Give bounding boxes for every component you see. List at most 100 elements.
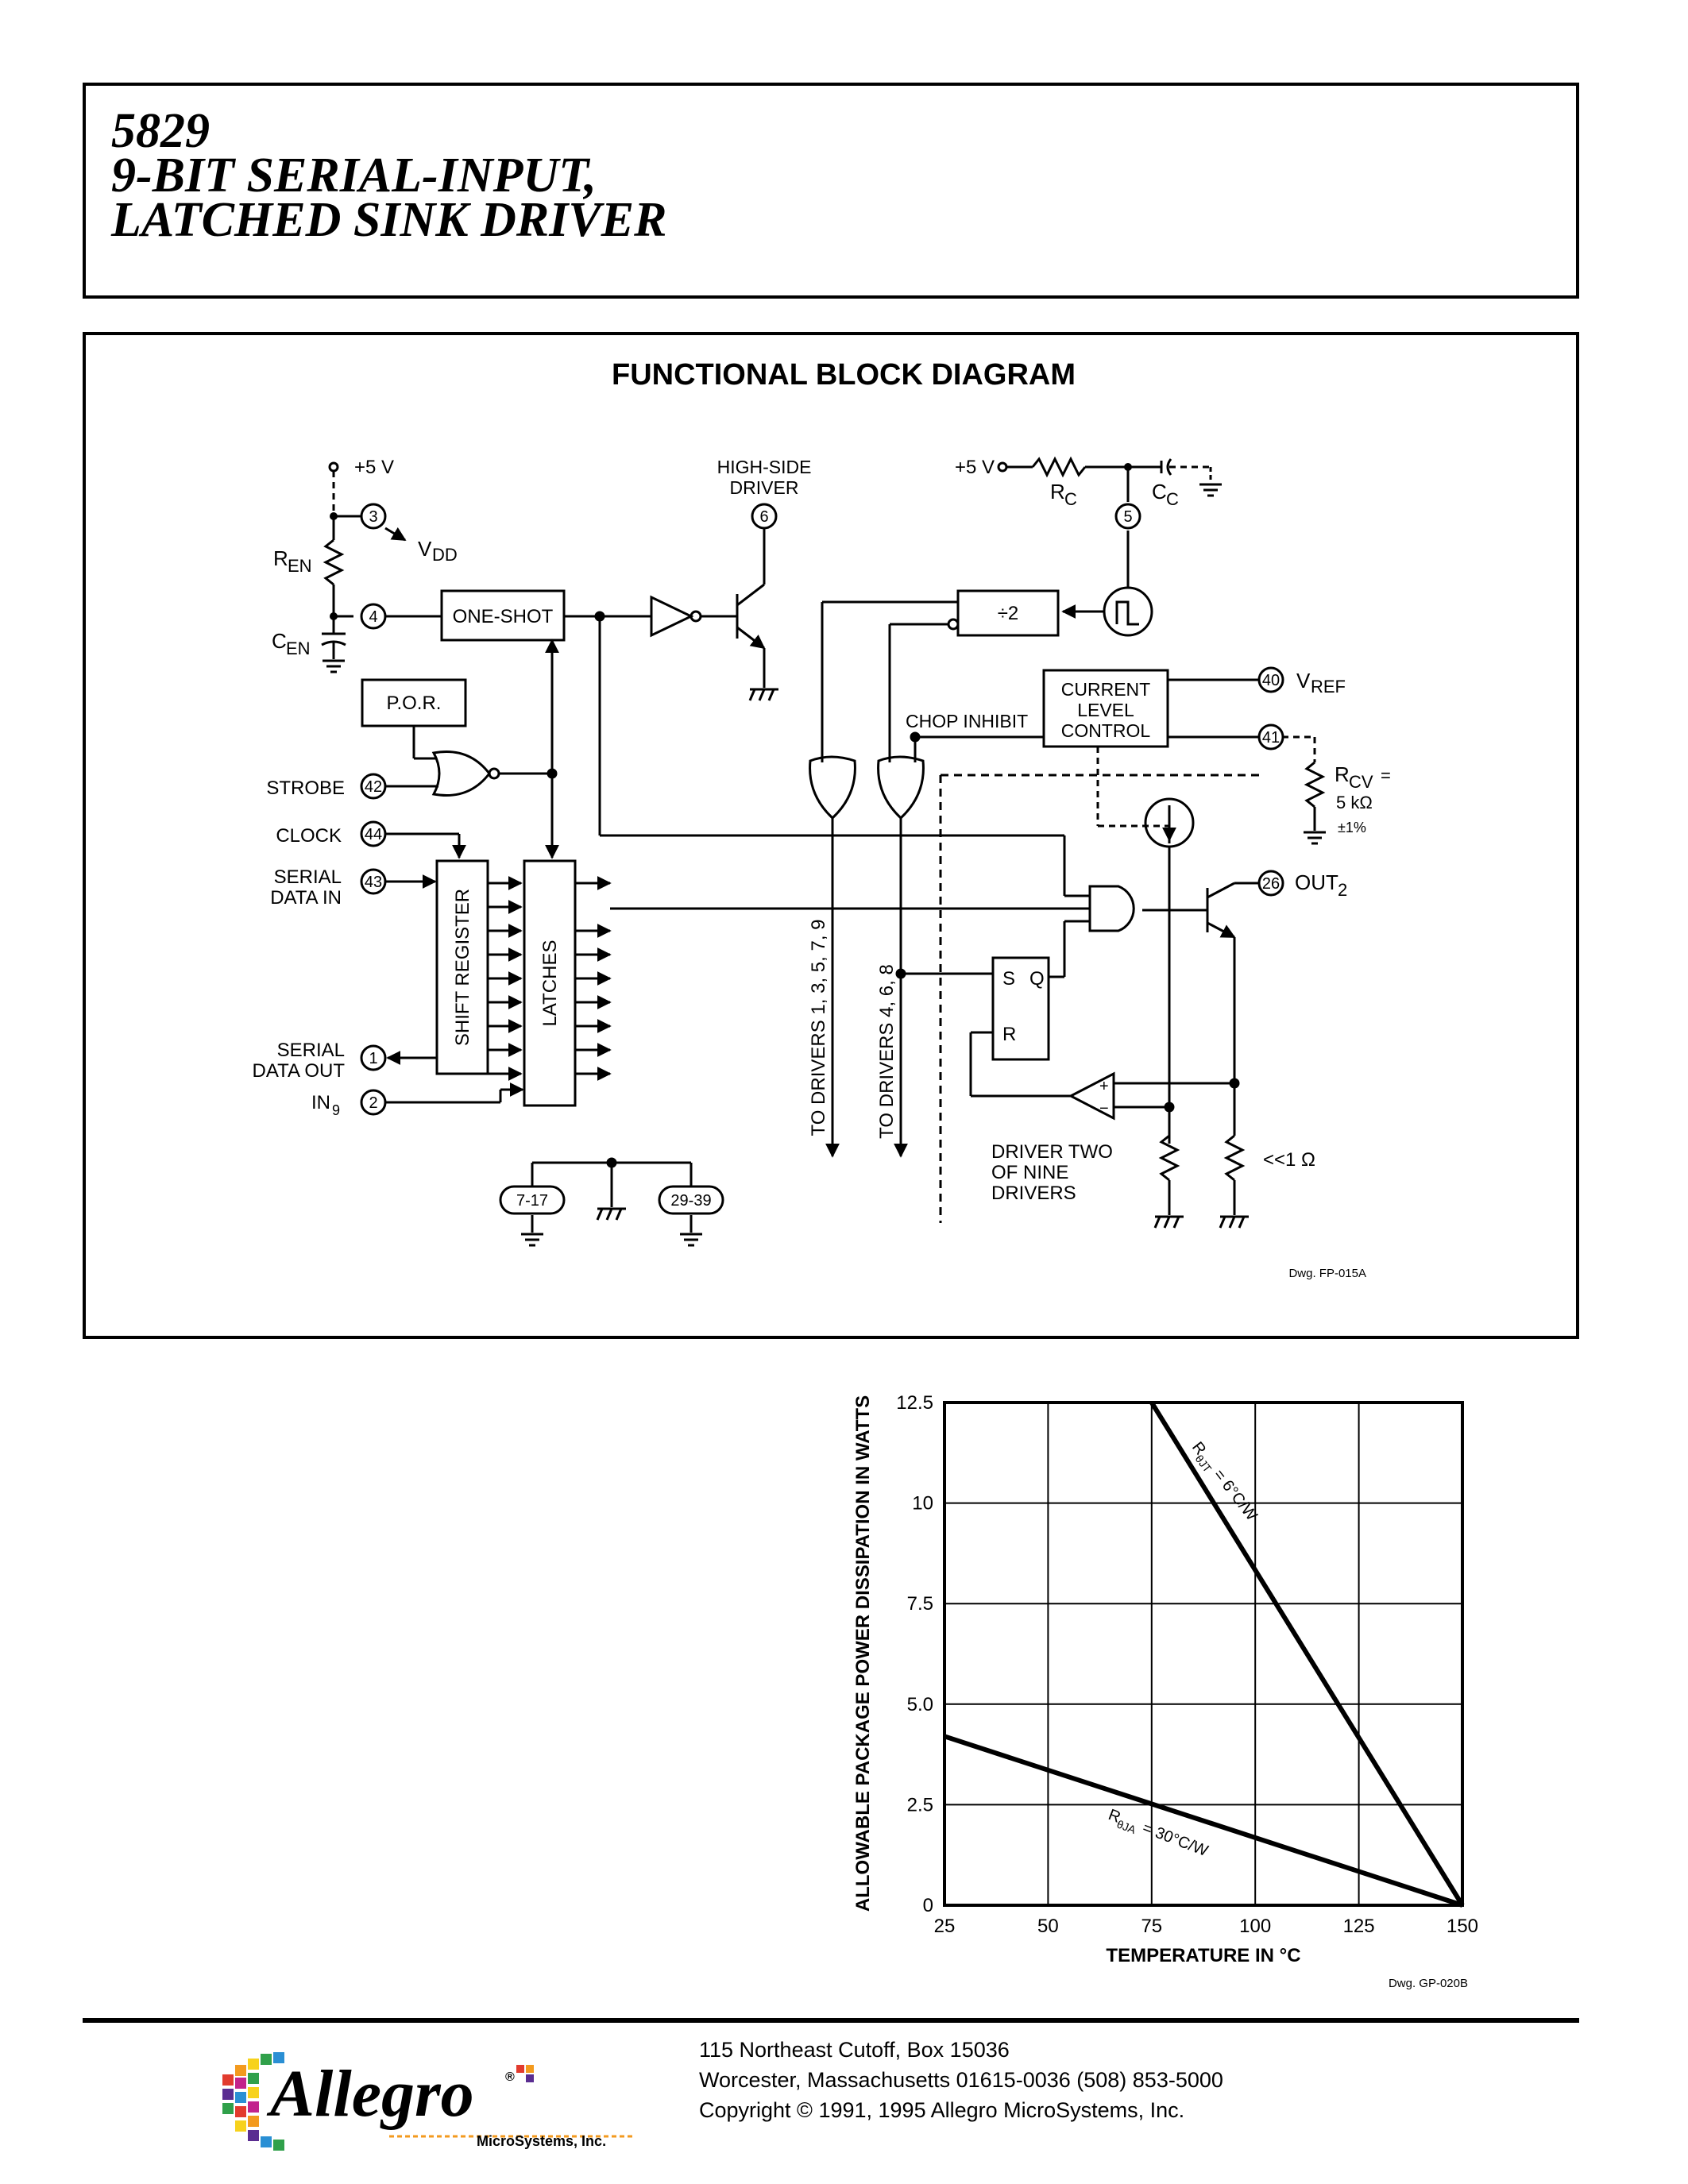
diagram-title: FUNCTIONAL BLOCK DIAGRAM xyxy=(612,358,1076,392)
pin-4 xyxy=(360,603,387,630)
cc-label-main: C xyxy=(1152,480,1167,504)
pin-3-label: 3 xyxy=(369,508,377,526)
jt-annotation-rest: = 6°C/W xyxy=(1210,1466,1261,1524)
supply-left-label: +5 V xyxy=(354,457,394,478)
chart-y-tick-label: 5.0 xyxy=(907,1694,933,1715)
vref-label-sub: REF xyxy=(1311,677,1346,696)
pin-42 xyxy=(360,773,387,800)
out-label-main: OUT xyxy=(1295,870,1338,894)
pin-26 xyxy=(1257,870,1284,897)
chart-dwg-number: Dwg. GP-020B xyxy=(1389,1977,1468,1990)
chart-y-tick-label: 10 xyxy=(912,1493,933,1515)
rcv-label-main: R xyxy=(1335,762,1350,786)
ff-q-label: Q xyxy=(1029,968,1045,990)
logo-subtitle: MicroSystems, Inc. xyxy=(477,2133,606,2149)
to-drivers-even-label: TO DRIVERS 4, 6, 8 xyxy=(876,964,898,1139)
chop-inhibit-label: CHOP INHIBIT xyxy=(906,711,1028,731)
amp-minus-label: − xyxy=(1099,1100,1109,1117)
chart-x-tick-label: 125 xyxy=(1343,1916,1375,1937)
chart-x-tick-label: 150 xyxy=(1447,1916,1478,1937)
chart-x-tick-label: 25 xyxy=(934,1916,956,1937)
series-line-rja xyxy=(944,1734,1463,1908)
ff-r-label: R xyxy=(1002,1024,1016,1045)
pin-3 xyxy=(360,503,387,530)
vref-label-main: V xyxy=(1296,669,1311,693)
high-side-label-2: DRIVER xyxy=(730,477,799,498)
pin-43 xyxy=(360,868,387,895)
chart-y-axis-label: ALLOWABLE PACKAGE POWER DISSIPATION IN W… xyxy=(852,1395,874,1912)
logo-registered-mark: ® xyxy=(505,2070,515,2084)
rc-label-main: R xyxy=(1050,480,1065,504)
pin-1 xyxy=(360,1044,387,1071)
cc-label-sub: C xyxy=(1166,489,1179,509)
title-line-1: 9-BIT SERIAL-INPUT, xyxy=(111,149,597,203)
chart-y-tick-label: 7.5 xyxy=(907,1593,933,1615)
title-line-2: LATCHED SINK DRIVER xyxy=(111,193,667,247)
pin-29-39 xyxy=(658,1185,724,1215)
chart-y-tick-label: 2.5 xyxy=(907,1794,933,1815)
sense-resistor-label: <<1 Ω xyxy=(1263,1149,1315,1171)
pin-2 xyxy=(360,1089,387,1116)
clc-label-2: LEVEL xyxy=(1077,700,1134,720)
pin-6 xyxy=(751,503,778,530)
serial-out-label-2: DATA OUT xyxy=(253,1060,346,1082)
driver-two-label-3: DRIVERS xyxy=(991,1183,1076,1204)
chart-x-tick-label: 100 xyxy=(1239,1916,1271,1937)
title-box xyxy=(83,83,1579,299)
ja-annotation-sub: θJA xyxy=(1115,1817,1138,1836)
out-label-sub: 2 xyxy=(1338,880,1347,900)
rcv-tolerance: ±1% xyxy=(1338,820,1366,835)
address-line-2: Worcester, Massachusetts 01615-0036 (508… xyxy=(699,2068,1223,2092)
pin-1-label: 1 xyxy=(369,1050,377,1067)
in9-label-sub: 9 xyxy=(332,1102,340,1118)
chart-x-tick-label: 75 xyxy=(1141,1916,1162,1937)
pin-circles xyxy=(360,503,1284,1215)
logo-wordmark: Allegro xyxy=(266,2057,474,2131)
chart-x-axis-label: TEMPERATURE IN °C xyxy=(1106,1945,1300,1966)
shift-register-label: SHIFT REGISTER xyxy=(452,889,473,1046)
ja-annotation-rest: = 30°C/W xyxy=(1140,1819,1211,1861)
logo-color-mosaic xyxy=(222,2052,534,2151)
pin-2-label: 2 xyxy=(369,1094,377,1112)
supply-right-label: +5 V xyxy=(955,457,995,478)
pin-5-label: 5 xyxy=(1123,508,1132,526)
pin-43-label: 43 xyxy=(365,874,382,891)
rc-label-sub: C xyxy=(1064,489,1077,509)
pin-29-39-label: 29-39 xyxy=(670,1192,711,1210)
latches-label: LATCHES xyxy=(539,940,561,1027)
pin-41 xyxy=(1257,723,1284,751)
address-line-1: 115 Northeast Cutoff, Box 15036 xyxy=(699,2038,1010,2062)
driver-two-label-2: OF NINE xyxy=(991,1162,1068,1183)
chart-x-tick-label: 50 xyxy=(1037,1916,1059,1937)
pin-7-17-label: 7-17 xyxy=(516,1192,548,1210)
block-diagram-frame xyxy=(83,332,1579,1339)
part-number: 5829 xyxy=(111,104,210,158)
clock-label: CLOCK xyxy=(276,825,342,847)
por-label: P.O.R. xyxy=(387,693,442,714)
ren-label-main: R xyxy=(273,546,288,570)
pin-44 xyxy=(360,820,387,847)
cen-label-main: C xyxy=(272,629,287,653)
ren-label-sub: EN xyxy=(288,556,312,576)
one-shot-label: ONE-SHOT xyxy=(453,606,554,627)
pin-42-label: 42 xyxy=(365,778,382,796)
high-side-label-1: HIGH-SIDE xyxy=(717,457,812,477)
chart-y-tick-label: 0 xyxy=(923,1895,933,1916)
in9-label-main: IN xyxy=(311,1092,330,1113)
vdd-label-sub: DD xyxy=(432,545,458,565)
serial-in-label-1: SERIAL xyxy=(274,866,342,888)
serial-in-label-2: DATA IN xyxy=(270,887,342,909)
cen-label-sub: EN xyxy=(286,639,311,658)
clc-label-1: CURRENT xyxy=(1061,679,1150,700)
strobe-label: STROBE xyxy=(266,778,345,799)
pin-44-label: 44 xyxy=(365,826,382,843)
pin-5 xyxy=(1114,503,1141,530)
rcv-label-sub: CV xyxy=(1349,772,1373,792)
ff-s-label: S xyxy=(1002,968,1015,990)
series-line-rjt xyxy=(1149,1401,1465,1907)
driver-two-label-1: DRIVER TWO xyxy=(991,1141,1113,1163)
chart-plot-area xyxy=(943,1401,1464,1907)
pin-40-label: 40 xyxy=(1262,672,1280,689)
